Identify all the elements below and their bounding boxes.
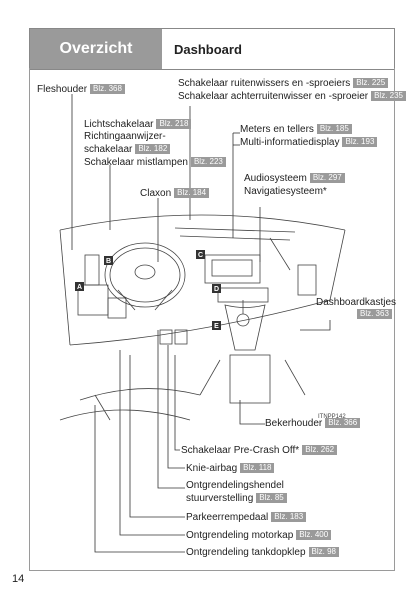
svg-text:B: B: [106, 258, 111, 265]
area-markers: A B C D E: [75, 250, 221, 330]
svg-text:E: E: [214, 323, 219, 330]
car-interior-drawing: [59, 214, 346, 421]
svg-text:C: C: [198, 252, 203, 259]
page-number: 14: [12, 573, 25, 585]
label-achterruitenwisser: Schakelaar achterruitenwisser en -sproei…: [178, 91, 406, 103]
label-precrash: Schakelaar Pre-Crash Off*Blz. 262: [181, 445, 338, 457]
image-code: ITNPP142: [318, 414, 346, 420]
page-header: Overzicht Dashboard: [29, 28, 395, 70]
section-title: Overzicht: [30, 29, 162, 69]
svg-text:A: A: [77, 284, 82, 291]
svg-text:D: D: [214, 286, 219, 293]
label-navigatie: Navigatiesysteem*: [244, 186, 327, 197]
label-dashboardkastjes-page: Blz. 363: [354, 309, 392, 321]
page-title: Dashboard: [162, 29, 394, 69]
label-dashboardkastjes: Dashboardkastjes: [316, 297, 397, 308]
label-richtingaanwijzer-1: Richtingaanwijzer-: [84, 131, 166, 142]
label-stuur-1: Ontgrendelingshendel: [186, 480, 284, 491]
content-frame: [29, 68, 395, 571]
